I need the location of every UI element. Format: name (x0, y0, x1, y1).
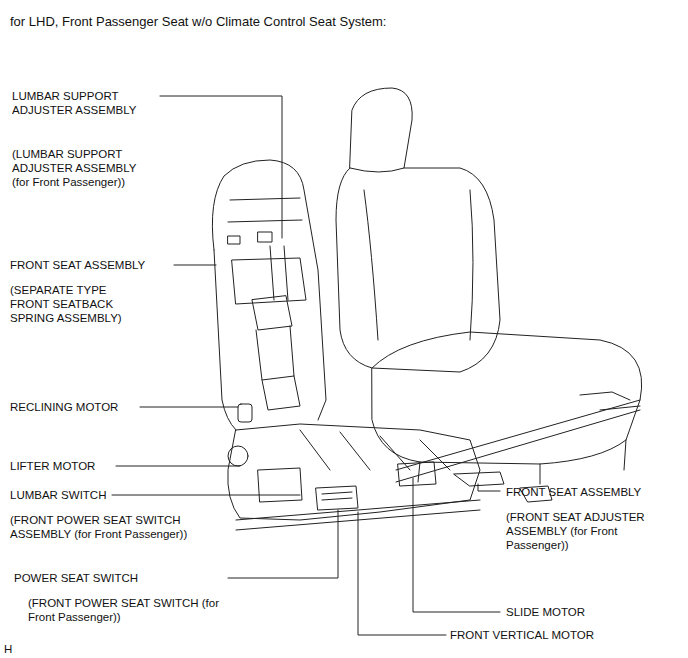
part-note: (SEPARATE TYPE FRONT SEATBACK SPRING ASS… (10, 283, 135, 325)
leader-lines (112, 96, 500, 635)
figure-code: H (4, 642, 12, 656)
part-name: FRONT VERTICAL MOTOR (450, 628, 594, 642)
part-name: LUMBAR SUPPORT ADJUSTER ASSEMBLY (12, 89, 147, 117)
seat-outline (336, 88, 642, 502)
part-name: POWER SEAT SWITCH (14, 571, 138, 585)
seat-frame (212, 160, 504, 530)
part-note: (FRONT SEAT ADJUSTER ASSEMBLY (for Front… (506, 510, 656, 552)
part-name: SLIDE MOTOR (506, 605, 585, 619)
part-name: FRONT SEAT ASSEMBLY (506, 485, 641, 499)
part-name: LUMBAR SWITCH (10, 488, 106, 502)
diagram-title: for LHD, Front Passenger Seat w/o Climat… (10, 14, 386, 30)
part-note: (FRONT POWER SEAT SWITCH (for Front Pass… (28, 596, 243, 624)
part-name: FRONT SEAT ASSEMBLY (10, 258, 145, 272)
part-name: RECLINING MOTOR (10, 400, 118, 414)
part-name: LIFTER MOTOR (10, 459, 95, 473)
part-note: (LUMBAR SUPPORT ADJUSTER ASSEMBLY (for F… (12, 147, 152, 189)
part-note: (FRONT POWER SEAT SWITCH ASSEMBLY (for F… (10, 513, 215, 541)
